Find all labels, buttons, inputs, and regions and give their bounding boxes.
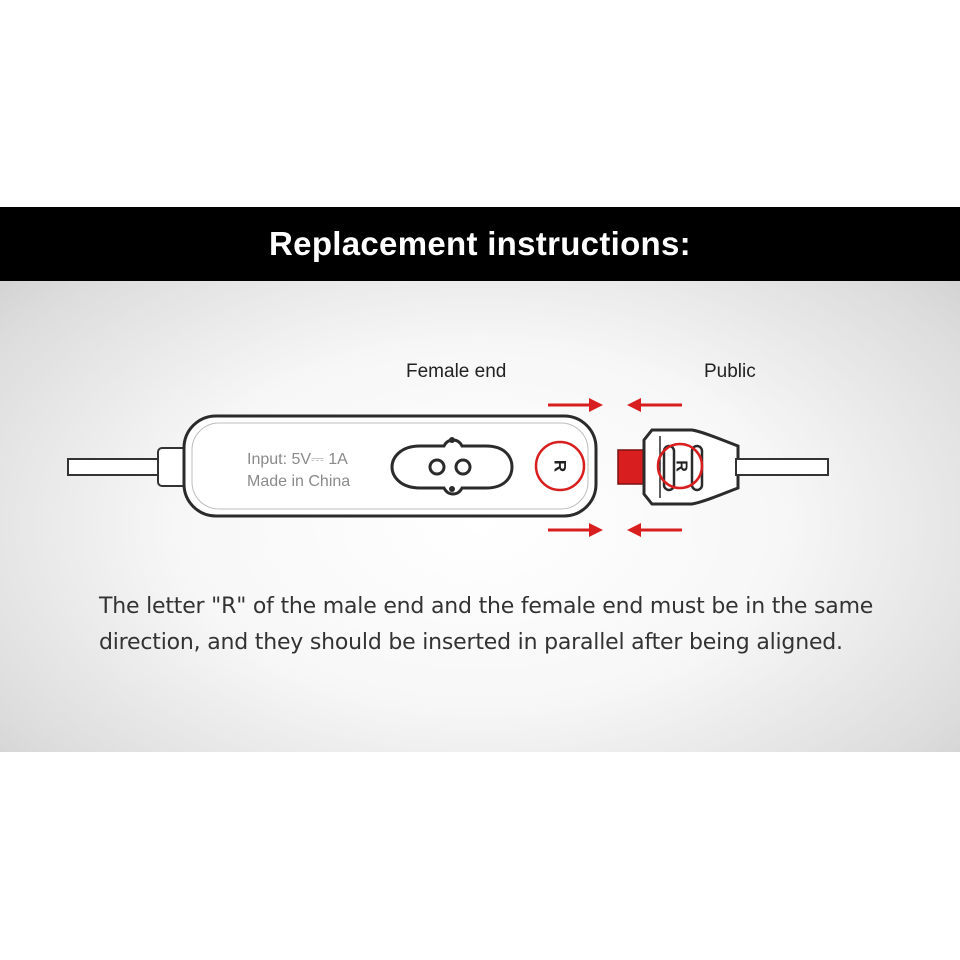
left-cable bbox=[67, 458, 165, 476]
female-end-label: Female end bbox=[406, 361, 507, 382]
female-end-body-inner bbox=[191, 422, 589, 510]
arrow-right-bottom-icon bbox=[548, 523, 603, 537]
female-r-letter: R bbox=[551, 460, 570, 472]
header-bar: Replacement instructions: bbox=[0, 207, 960, 281]
arrow-left-bottom-icon bbox=[627, 523, 682, 537]
instructions-line-1: The letter "R" of the male end and the f… bbox=[99, 594, 874, 619]
connector-diagram: R R bbox=[67, 398, 829, 537]
instructions-line-2: direction, and they should be inserted i… bbox=[99, 630, 843, 655]
input-rating-text: Input: 5V⎓ 1A bbox=[247, 451, 348, 468]
socket-icon bbox=[390, 437, 514, 496]
page-title: Replacement instructions: bbox=[269, 225, 691, 262]
arrow-left-top-icon bbox=[627, 398, 682, 412]
female-r-highlight bbox=[534, 440, 586, 492]
arrow-right-top-icon bbox=[548, 398, 603, 412]
right-cable bbox=[735, 458, 829, 476]
plug-r-highlight bbox=[656, 442, 704, 490]
plug-r-letter: R bbox=[673, 460, 690, 472]
instructions-text: The letter "R" of the male end and the f… bbox=[99, 589, 899, 661]
origin-text: Made in China bbox=[247, 473, 351, 490]
public-label: Public bbox=[704, 361, 756, 382]
female-end-body bbox=[182, 414, 598, 518]
